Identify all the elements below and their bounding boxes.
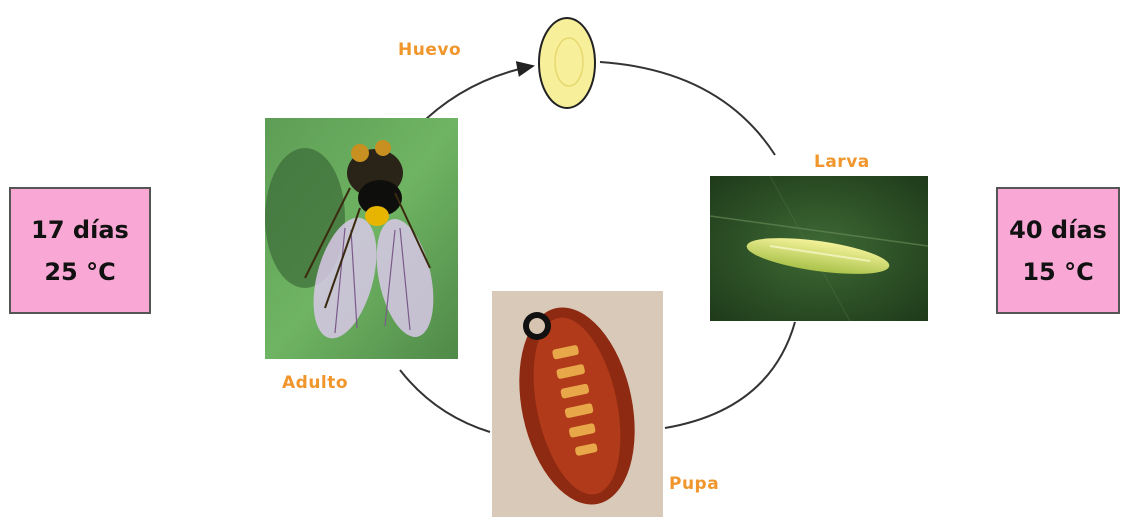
cycle-arc-pupa-to-adult xyxy=(400,370,490,432)
cycle-arc-egg-to-larva xyxy=(600,62,775,155)
days-text-right: 40 días xyxy=(1009,209,1107,251)
temperature-text-left: 25 °C xyxy=(44,251,115,293)
pupa-label: Pupa xyxy=(669,474,719,494)
adult-label: Adulto xyxy=(282,373,348,393)
condition-box-right: 40 días 15 °C xyxy=(996,187,1120,314)
temperature-text-right: 15 °C xyxy=(1022,251,1093,293)
larva-label: Larva xyxy=(814,152,870,172)
condition-box-left: 17 días 25 °C xyxy=(9,187,151,314)
pupa-photo xyxy=(492,291,663,517)
egg-label: Huevo xyxy=(398,40,461,60)
days-text-left: 17 días xyxy=(31,209,129,251)
cycle-arc-larva-to-pupa xyxy=(665,322,795,428)
larva-photo xyxy=(710,176,928,321)
adult-fly-photo xyxy=(265,118,458,359)
egg-shape xyxy=(539,18,595,108)
